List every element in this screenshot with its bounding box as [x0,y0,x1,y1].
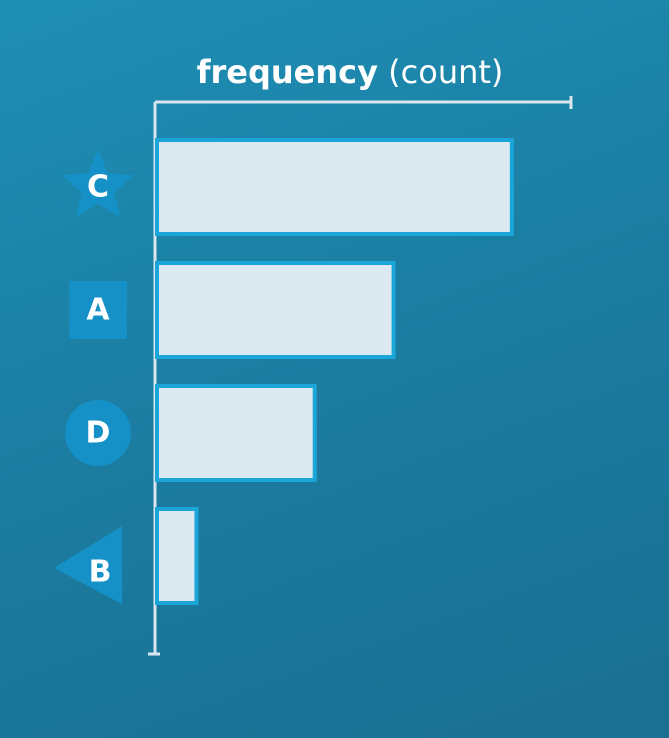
bar-d [155,384,317,482]
category-label-b: B [89,555,112,590]
marker-d-circle [65,400,131,466]
bars-group [155,138,514,605]
chart-title-bold: frequency [197,53,379,91]
bar-b [155,507,199,605]
category-label-a: A [86,293,110,328]
chart-title-unit: (count) [378,53,503,91]
bar-c [155,138,514,236]
chart-title: frequency (count) [197,53,504,91]
marker-c-star [61,149,135,218]
category-label-d: D [86,416,111,451]
bar-a [155,261,396,359]
category-label-c: C [87,170,109,205]
marker-a-square [69,281,127,339]
marker-b-triangle [54,526,122,604]
category-labels-group: C A D B [54,149,135,604]
